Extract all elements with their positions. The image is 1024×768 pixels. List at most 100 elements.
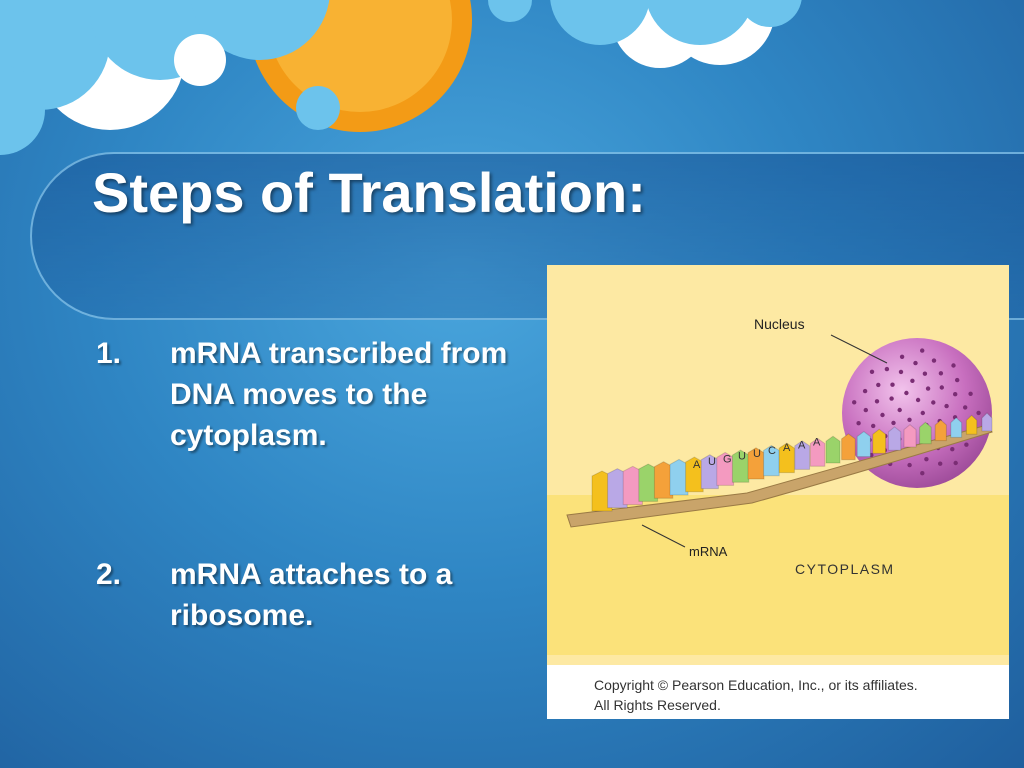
nucleotide-base [981, 412, 993, 432]
nuclear-pore [944, 403, 949, 409]
nucleotide-base [794, 440, 811, 470]
nuclear-pore [890, 382, 895, 387]
nuclear-pore [898, 369, 904, 375]
cytoplasm-lower-area [547, 495, 1009, 655]
nucleotide-base [747, 447, 765, 480]
step-item: 1. mRNA transcribed from DNA moves to th… [96, 333, 526, 463]
nuclear-pore [869, 369, 875, 374]
nucleotide-base [919, 421, 932, 445]
nucleotide-base [638, 463, 659, 502]
nucleotide-base [700, 454, 719, 490]
step-item: 2. mRNA attaches to a ribosome. [96, 554, 526, 644]
nuclear-pore [856, 421, 861, 426]
nuclear-pore [976, 410, 981, 416]
nucleotide-bases [591, 412, 993, 512]
mrna-strand [566, 424, 993, 528]
cytoplasm-label: CYTOPLASM [795, 561, 895, 577]
codon-letter: C [768, 445, 776, 457]
nuclear-pore [955, 377, 960, 383]
step-number: 2. [96, 558, 122, 591]
nuclear-pore [884, 366, 890, 372]
nuclear-pore [953, 392, 958, 397]
nucleotide-base [669, 458, 689, 496]
nucleotide-base [653, 461, 674, 499]
nuclear-pore [852, 400, 857, 405]
nucleotide-base [716, 451, 735, 486]
codon-letter: A [783, 442, 791, 454]
codon-letter: U [738, 451, 746, 463]
nuclear-pore [939, 385, 944, 390]
nuclear-pore [950, 447, 955, 452]
copyright-line: Copyright © Pearson Education, Inc., or … [594, 677, 918, 693]
nuclear-pore [876, 382, 881, 388]
nucleotide-base [763, 444, 780, 477]
nuclear-pore [899, 354, 905, 359]
nucleotide-base [607, 468, 628, 509]
nuclear-pore [925, 386, 931, 391]
nucleotide-base [731, 449, 750, 483]
nucleus-label: Nucleus [754, 316, 805, 332]
step-text: mRNA attaches to a ribosome. [170, 558, 453, 632]
step-text: mRNA transcribed from DNA moves to the c… [170, 337, 508, 452]
step-number: 1. [96, 337, 122, 370]
nuclear-pore [931, 400, 936, 405]
nucleotide-base [887, 426, 902, 451]
nuclear-pore [924, 457, 929, 462]
nucleotide-base [965, 414, 978, 435]
nucleotide-base [809, 437, 826, 467]
nucleotide-base [622, 465, 643, 506]
nuclear-pore [953, 460, 958, 466]
mrna-pointer [641, 524, 686, 548]
nuclear-pore [862, 388, 868, 394]
nuclear-pore [920, 348, 925, 353]
nuclear-pore [922, 371, 928, 376]
nuclear-pore [889, 396, 894, 401]
nucleotide-base [856, 430, 871, 458]
nuclear-pore [951, 363, 956, 368]
nuclear-pore [920, 410, 925, 416]
nuclear-pore [910, 378, 915, 383]
codon-letter: G [723, 453, 732, 465]
nuclear-pore [938, 461, 943, 466]
nuclear-pore [963, 405, 968, 410]
nuclear-pore [907, 417, 912, 422]
nuclear-pore [931, 358, 937, 363]
nuclear-pore [915, 397, 921, 403]
nuclear-pore [871, 423, 876, 429]
codon-letter: A [798, 439, 806, 451]
nucleotide-base [934, 419, 947, 442]
nuclear-pore [920, 471, 925, 476]
nuclear-pore [907, 462, 912, 468]
cloud-shape-right [488, 0, 802, 68]
mrna-label: mRNA [689, 544, 728, 559]
slide-title: Steps of Translation: [92, 161, 646, 224]
nucleotide-base [778, 442, 795, 474]
codon-letter: A [813, 437, 821, 449]
nucleotide-base [872, 428, 887, 454]
nuclear-pore [897, 407, 902, 413]
nucleotide-base [950, 416, 963, 438]
nuclear-pore [863, 407, 868, 413]
nuclear-pore [874, 399, 880, 404]
nuclear-pore [964, 442, 969, 447]
cloud-shape-left [0, 0, 340, 155]
copyright-notice: Copyright © Pearson Education, Inc., or … [594, 675, 994, 715]
nucleotide-base [825, 435, 841, 464]
nucleus-pointer [830, 334, 888, 364]
codon-letter: U [753, 448, 761, 460]
nucleotide-base [685, 456, 704, 493]
nucleotide-base [591, 470, 613, 512]
nuclear-pore [968, 391, 973, 396]
nuclear-pore [880, 412, 885, 418]
nuclear-pore [891, 420, 896, 426]
codon-letter: A [693, 459, 701, 471]
nuclear-pore [913, 360, 918, 366]
nucleotide-base [903, 423, 917, 448]
nuclear-pore [938, 371, 944, 376]
codon-letter: U [708, 456, 716, 468]
